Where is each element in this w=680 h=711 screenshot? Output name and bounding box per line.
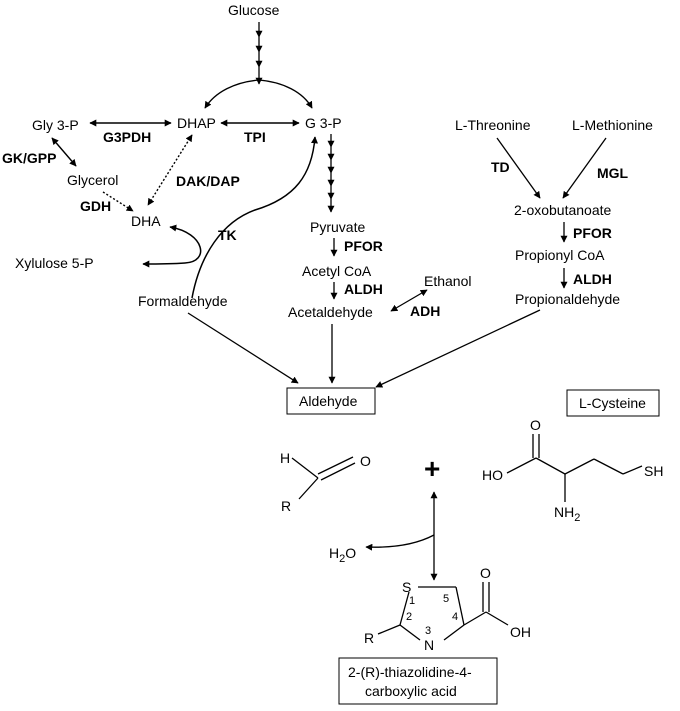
- cysteine-label: L-Cysteine: [579, 395, 646, 411]
- tpi-enzyme: TPI: [244, 129, 266, 145]
- ethanol-label: Ethanol: [424, 273, 471, 289]
- aldehyde-o-atom: O: [360, 453, 371, 469]
- water-label: H2O: [329, 545, 356, 565]
- adh-enzyme: ADH: [410, 303, 440, 319]
- product-box: [338, 657, 498, 705]
- ring-position-1: 1: [409, 595, 415, 607]
- aldehyde-box: [286, 387, 376, 415]
- split-arrow-to-dhap: [204, 79, 260, 109]
- pyruvate-label: Pyruvate: [310, 219, 365, 235]
- xylulose5p-label: Xylulose 5-P: [15, 255, 94, 271]
- split-arrow-to-g3p: [258, 79, 313, 109]
- cysteine-box: [566, 389, 660, 417]
- propionaldehyde-to-aldehyde-arrow: [375, 309, 541, 388]
- propionaldehyde-label: Propionaldehyde: [515, 291, 620, 307]
- aldh-enzyme-1: ALDH: [344, 281, 383, 297]
- water-release-arrow: [365, 534, 435, 551]
- product-name-line1: 2-(R)-thiazolidine-4-: [348, 664, 472, 680]
- thiazolidine-s-atom: S: [402, 579, 411, 595]
- aldehyde-label: Aldehyde: [299, 393, 358, 409]
- gkgpp-enzyme: GK/GPP: [2, 150, 56, 166]
- cysteine-sh-group: SH: [644, 463, 663, 479]
- dhap-label: DHAP: [177, 115, 216, 131]
- gdh-enzyme: GDH: [80, 198, 111, 214]
- formaldehyde-label: Formaldehyde: [138, 293, 228, 309]
- propionylcoa-label: Propionyl CoA: [515, 247, 605, 263]
- cysteine-nh2-group: NH2: [554, 504, 580, 524]
- g3pdh-enzyme: G3PDH: [103, 129, 151, 145]
- aldehyde-structure: [291, 456, 356, 500]
- thiazolidine-o-atom: O: [480, 565, 491, 581]
- glycerol-label: Glycerol: [67, 172, 118, 188]
- thiazolidine-n-atom: N: [424, 637, 434, 653]
- g3p-label: G 3-P: [305, 115, 342, 131]
- acetaldehyde-label: Acetaldehyde: [288, 304, 373, 320]
- thiazolidine-oh-group: OH: [510, 624, 531, 640]
- cysteine-ho-group: HO: [482, 467, 503, 483]
- cysteine-o-atom: O: [530, 417, 541, 433]
- tk-arrow-to-g3p: [191, 136, 318, 299]
- mgl-enzyme: MGL: [597, 165, 629, 181]
- ring-position-5: 5: [443, 593, 449, 605]
- aldehyde-r-group: R: [281, 498, 291, 514]
- ring-position-2: 2: [406, 611, 412, 623]
- ring-position-4: 4: [452, 611, 458, 623]
- aldh-enzyme-2: ALDH: [573, 271, 612, 287]
- gdh-arrow: [102, 191, 134, 212]
- dakdap-arrow: [147, 134, 193, 206]
- dakdap-enzyme: DAK/DAP: [176, 173, 240, 189]
- formaldehyde-to-aldehyde-arrow: [187, 312, 299, 384]
- dha-label: DHA: [131, 213, 161, 229]
- td-arrow: [496, 137, 541, 199]
- thiazolidine-structure: [377, 582, 509, 641]
- pfor-enzyme-1: PFOR: [344, 238, 383, 254]
- threonine-label: L-Threonine: [455, 117, 531, 133]
- pfor-enzyme-2: PFOR: [573, 225, 612, 241]
- acetylcoa-label: Acetyl CoA: [302, 263, 372, 279]
- oxobutanoate-label: 2-oxobutanoate: [514, 202, 612, 218]
- td-enzyme: TD: [491, 159, 510, 175]
- methionine-label: L-Methionine: [572, 117, 653, 133]
- thiazolidine-r-group: R: [364, 630, 374, 646]
- adh-arrow: [390, 289, 428, 312]
- gly3p-label: Gly 3-P: [32, 117, 79, 133]
- tk-enzyme: TK: [218, 227, 237, 243]
- tk-arrow-dha-to-xylulose: [142, 224, 202, 268]
- cysteine-structure: [506, 434, 643, 502]
- glucose-label: Glucose: [228, 2, 280, 18]
- aldehyde-h-atom: H: [280, 450, 290, 466]
- mgl-arrow: [562, 137, 607, 199]
- ring-position-3: 3: [425, 625, 431, 637]
- product-name-line2: carboxylic acid: [365, 683, 457, 699]
- plus-sign: +: [424, 453, 440, 484]
- gkgpp-arrow: [51, 137, 77, 167]
